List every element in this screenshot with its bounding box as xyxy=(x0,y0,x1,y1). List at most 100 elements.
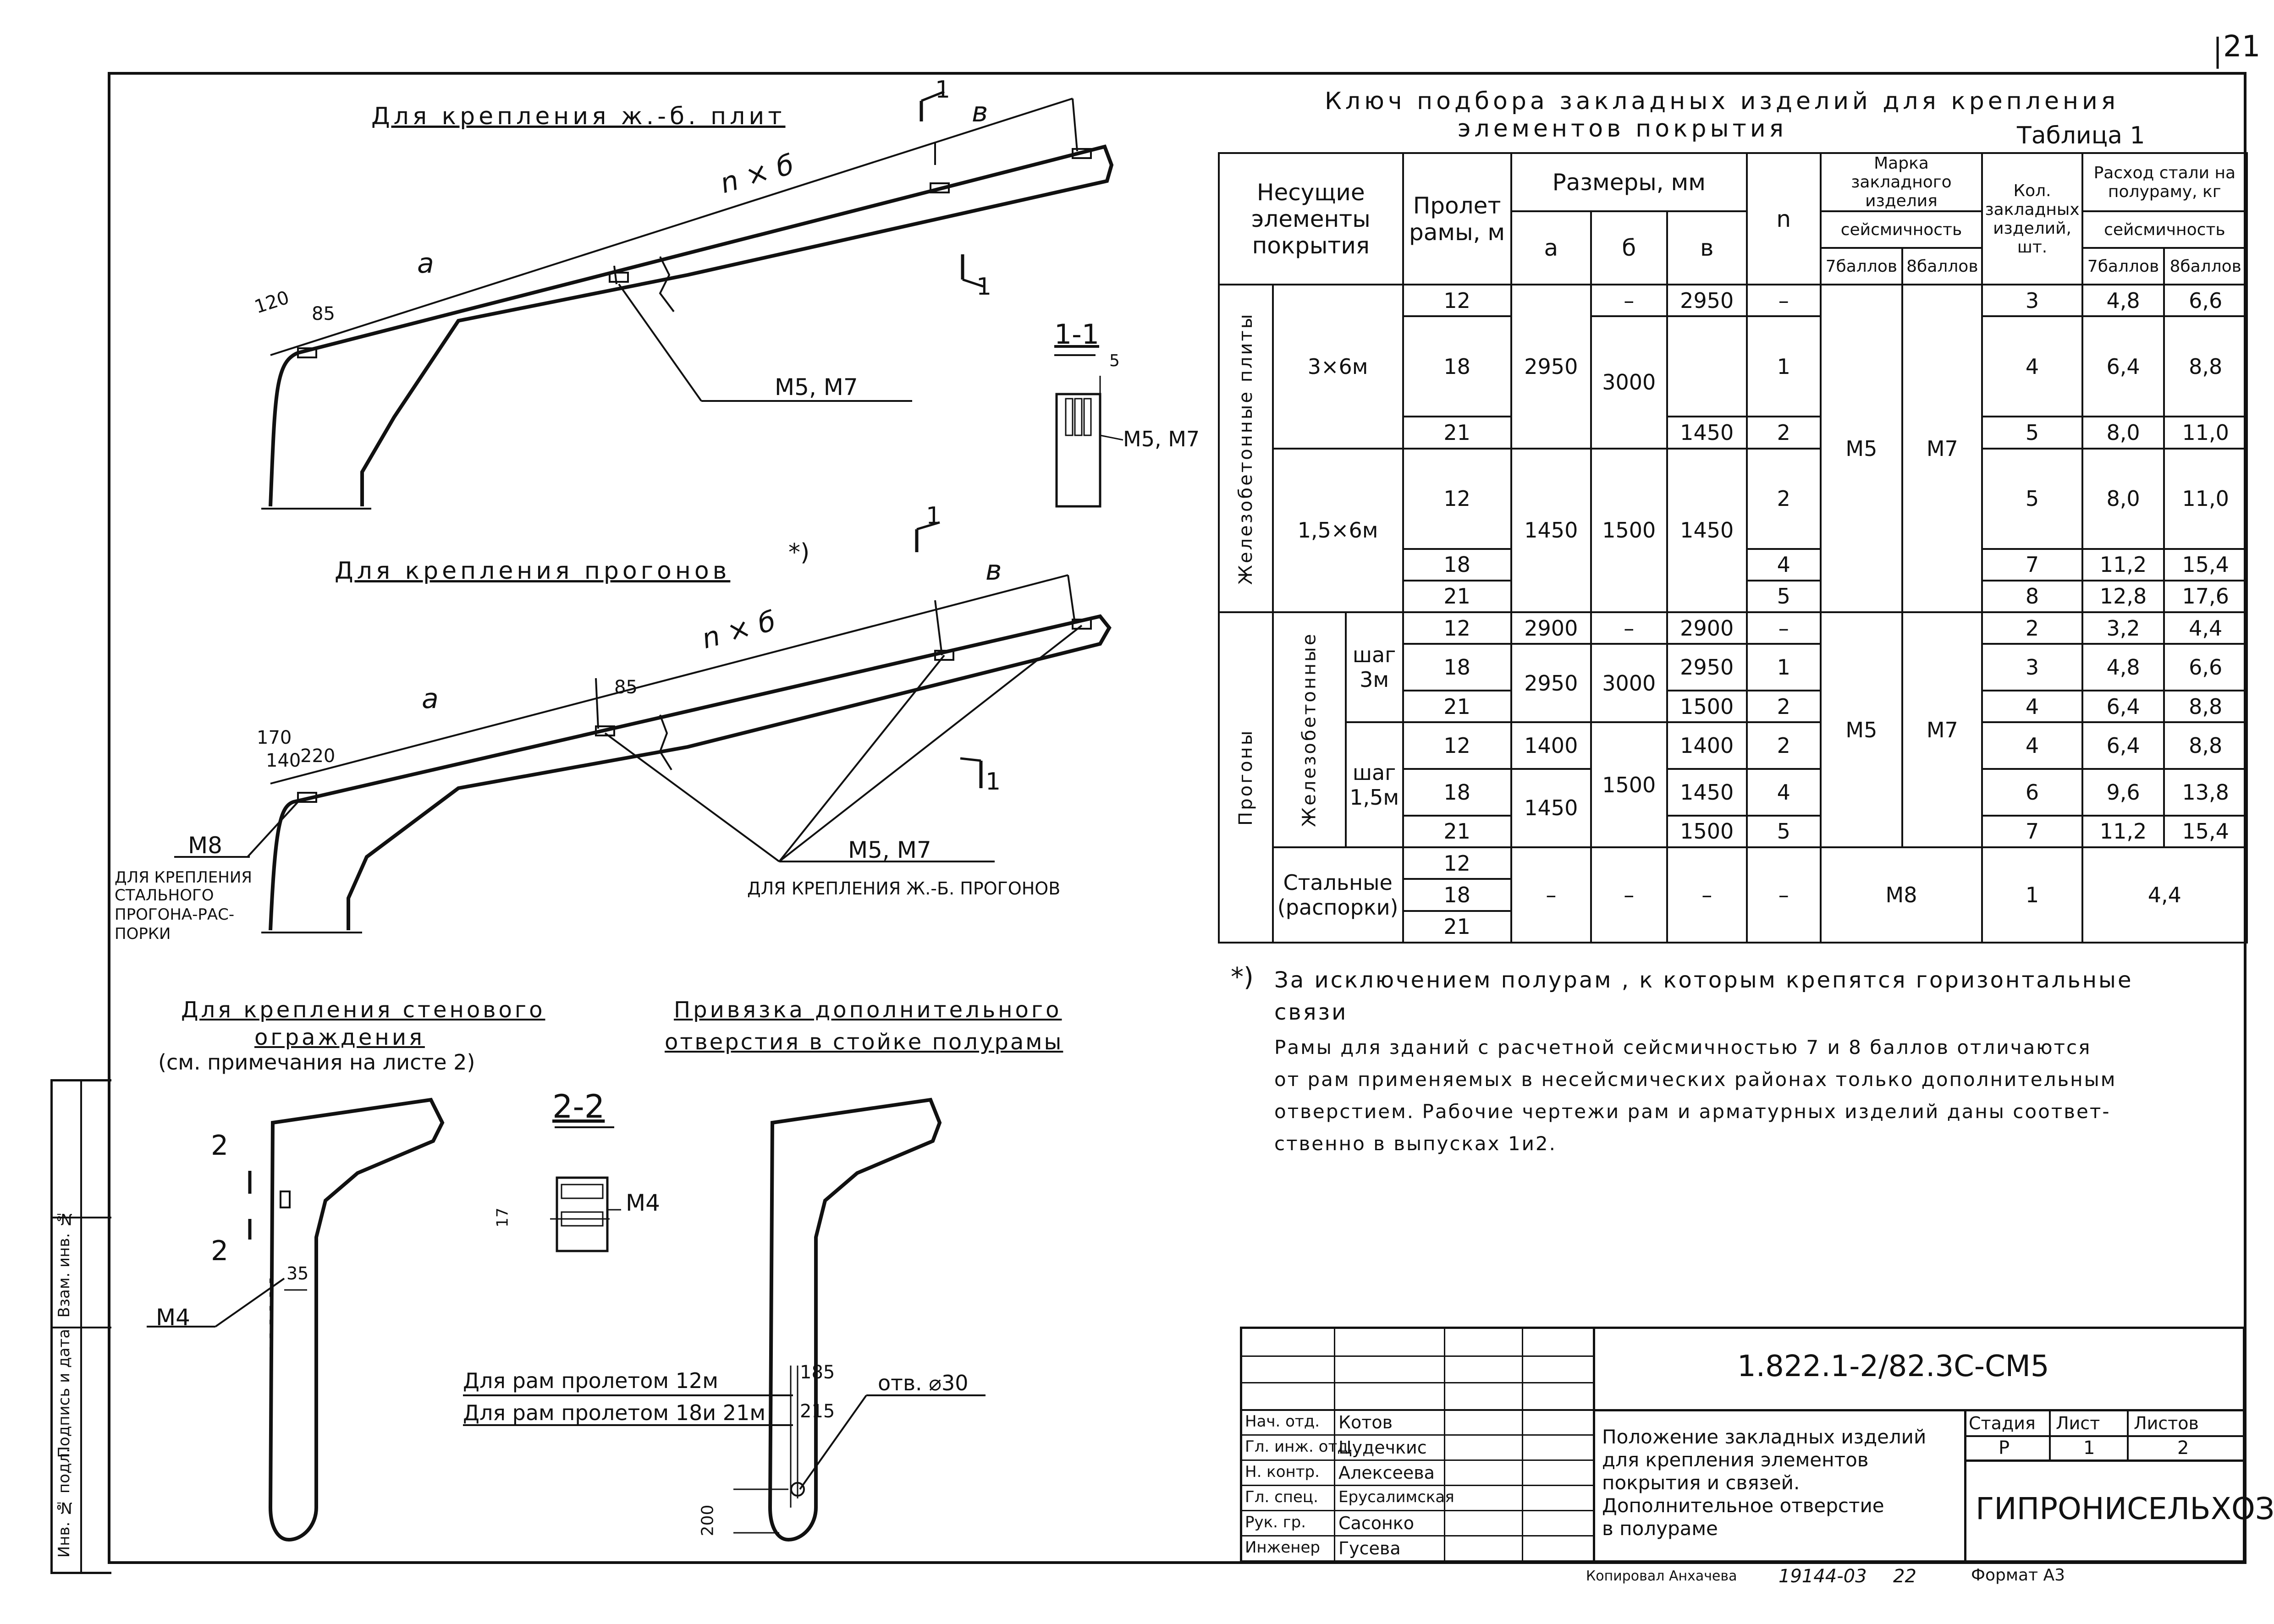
table-title-1: Ключ подбора закладных изделий для крепл… xyxy=(1325,88,2120,115)
steel-mark: М8 xyxy=(1819,846,1983,944)
table-cell: 11,2 xyxy=(2081,814,2165,848)
dim-140: 140 xyxy=(266,750,301,771)
section-1-1-drawing xyxy=(1054,354,1123,508)
table-cell: 1500 xyxy=(1666,814,1748,848)
name-4: Ерусалимская xyxy=(1338,1488,1454,1506)
name-1: Котов xyxy=(1338,1412,1393,1432)
callout-m5m7-purlins: М5, М7 xyxy=(848,837,931,863)
dim-35: 35 xyxy=(286,1263,309,1284)
role-2: Гл. инж. отд. xyxy=(1245,1437,1353,1456)
title-line-3: покрытия и связей. xyxy=(1602,1471,1800,1494)
callout-m8-note-4: ПОРКИ xyxy=(115,925,171,943)
footer-page: 22 xyxy=(1893,1566,1916,1587)
title-line-5: в полураме xyxy=(1602,1517,1718,1540)
note-star-line2: связи xyxy=(1274,999,1348,1025)
sheet-value: 1 xyxy=(2083,1437,2095,1459)
beam-purlins-drawing xyxy=(174,521,1112,933)
hole-title-2: отверстия в стойке полурамы xyxy=(665,1029,1063,1055)
name-6: Гусева xyxy=(1338,1538,1401,1558)
sheets-header: Листов xyxy=(2134,1413,2199,1433)
table-cell: 1450 xyxy=(1666,447,1748,614)
section-mark-1-b-top: 1 xyxy=(926,502,942,530)
table-cell: 15,4 xyxy=(2163,548,2248,582)
table-cell: 2 xyxy=(1745,721,1822,770)
mark-m5: М5 xyxy=(1819,283,1904,614)
organization: ГИПРОНИСЕЛЬХОЗ xyxy=(1976,1491,2274,1526)
steel-mass: 4,4 xyxy=(2081,846,2248,944)
th-b: б xyxy=(1590,210,1668,285)
group-rc-purlins: Железобетонные xyxy=(1272,612,1346,847)
table-cell: 12 xyxy=(1402,447,1512,550)
table-cell: 7 xyxy=(1981,548,2083,582)
beam-purlins-title: Для крепления прогонов xyxy=(335,557,731,585)
label-v: в xyxy=(972,96,988,128)
dim-85: 85 xyxy=(312,303,335,324)
title-line-4: Дополнительное отверстие xyxy=(1602,1494,1884,1517)
table-cell: 1450 xyxy=(1666,768,1748,817)
table-cell: 6 xyxy=(1981,768,2083,817)
section-mark-1-bottom: 1 xyxy=(976,273,992,301)
table-cell: 4 xyxy=(1981,690,2083,724)
section-mark-1-b-bottom: 1 xyxy=(986,768,1001,796)
table-cell: 18 xyxy=(1402,548,1512,582)
note-line4: ственно в выпусках 1и2. xyxy=(1274,1132,1557,1155)
group-purlins: Прогоны xyxy=(1219,612,1273,943)
table-cell: 12 xyxy=(1402,611,1512,645)
column-hole-drawing xyxy=(463,1097,986,1542)
plate-3x6: 3×6м xyxy=(1272,284,1404,450)
table-cell: 6,4 xyxy=(2081,315,2165,418)
name-5: Сасонко xyxy=(1338,1513,1415,1533)
wall-title-3: (см. примечания на листе 2) xyxy=(158,1050,475,1075)
plate-15x6: 1,5×6м xyxy=(1272,447,1404,614)
table-cell: – xyxy=(1745,283,1822,318)
section-mark-1-top: 1 xyxy=(935,76,951,104)
table-cell: – xyxy=(1745,846,1822,944)
beam-plates-drawing xyxy=(261,90,1114,510)
note-star-line1: За исключением полурам , к которым крепя… xyxy=(1274,967,2133,993)
th-a: а xyxy=(1510,210,1592,285)
section-mark-2-bottom: 2 xyxy=(211,1235,229,1267)
note-line2: от рам применяемых в несейсмических райо… xyxy=(1274,1068,2117,1091)
th-steel: Расход стали на полураму, кг xyxy=(2081,152,2248,212)
stage-header: Стадия xyxy=(1969,1413,2036,1433)
table-cell: 6,6 xyxy=(2163,643,2248,692)
section-1-1-callout: М5, М7 xyxy=(1123,427,1200,451)
table-cell: 3000 xyxy=(1590,315,1668,450)
column-wall-drawing xyxy=(147,1097,445,1542)
table-cell: – xyxy=(1590,283,1668,318)
table-cell: 21 xyxy=(1402,910,1512,944)
table-cell: 1 xyxy=(1745,315,1822,418)
table-cell: 21 xyxy=(1402,814,1512,848)
note-line3: отверстием. Рабочие чертежи рам и армату… xyxy=(1274,1100,2111,1123)
hole-title-1: Привязка дополнительного xyxy=(674,997,1062,1023)
table-cell: 1450 xyxy=(1510,447,1592,614)
table-cell: 2950 xyxy=(1510,643,1592,724)
table-cell: 4,8 xyxy=(2081,283,2165,318)
wall-title-1: Для крепления стенового xyxy=(181,997,545,1023)
table-cell: 15,4 xyxy=(2163,814,2248,848)
sheet-number: 21 xyxy=(2223,30,2261,64)
title-line-2: для крепления элементов xyxy=(1602,1448,1869,1471)
wall-title-2: ограждения xyxy=(254,1025,425,1050)
role-6: Инженер xyxy=(1245,1538,1320,1557)
callout-m8-note-3: ПРОГОНА-РАС- xyxy=(115,905,235,924)
th-7b: 7баллов xyxy=(1819,247,1904,285)
role-4: Гл. спец. xyxy=(1245,1488,1318,1506)
table-cell: 12 xyxy=(1402,283,1512,318)
section-1-1-title: 1-1 xyxy=(1054,318,1099,351)
hole-row2-label: Для рам пролетом 18и 21м xyxy=(463,1400,766,1425)
beam-plates-title: Для крепления ж.-б. плит xyxy=(371,103,786,130)
mark-m7-b: М7 xyxy=(1901,611,1983,848)
hole-diameter: отв. ⌀30 xyxy=(878,1371,969,1395)
table-cell: 5 xyxy=(1745,579,1822,614)
table-title-2: элементов покрытия xyxy=(1458,115,1787,143)
th-elements: Несущие элементы покрытия xyxy=(1218,152,1404,285)
callout-m8-note-2: СТАЛЬНОГО xyxy=(115,886,214,905)
th-seismic-2: сейсмичность xyxy=(2081,210,2248,249)
table-cell: 11,0 xyxy=(2163,447,2248,550)
table-cell: 1400 xyxy=(1666,721,1748,770)
table-cell: 4,4 xyxy=(2163,611,2248,645)
drawing-code: 1.822.1-2/82.3С-СМ5 xyxy=(1737,1350,2049,1383)
table-cell: 11,2 xyxy=(2081,548,2165,582)
